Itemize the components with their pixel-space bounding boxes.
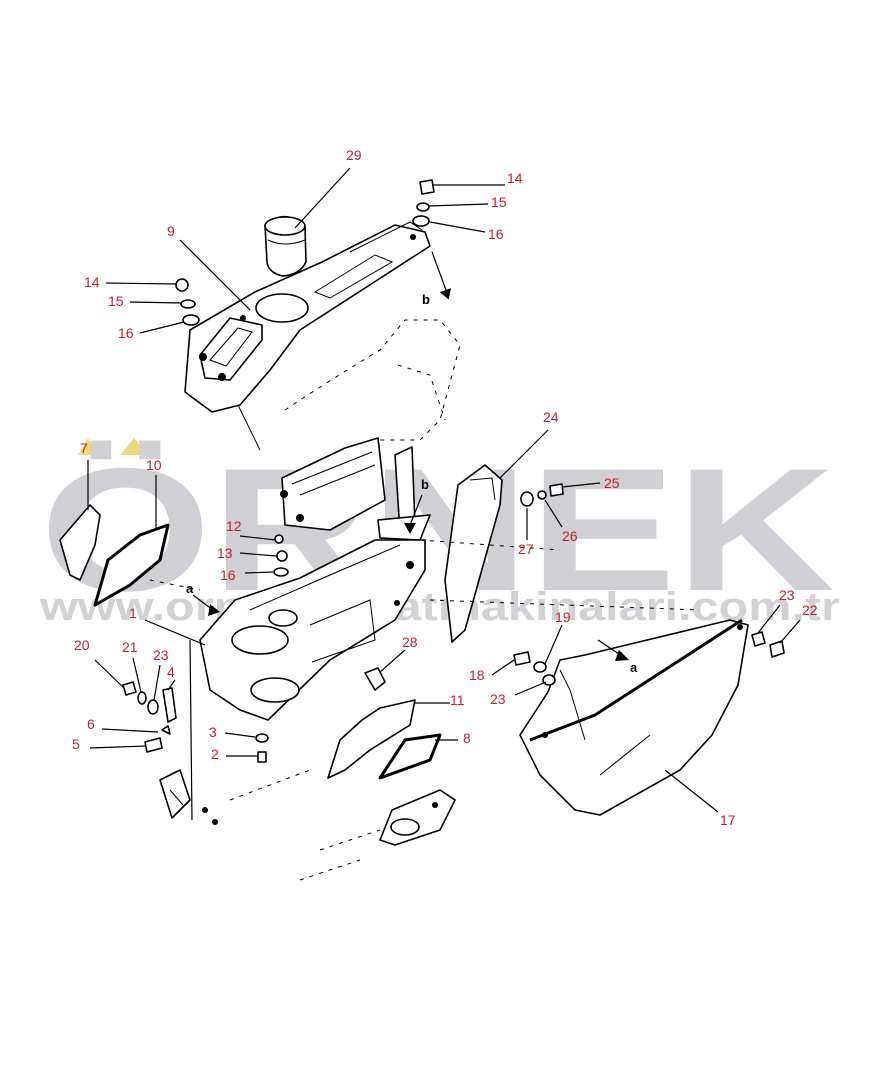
part-24-side-cover (444, 464, 503, 643)
part-1-frame (199, 539, 426, 721)
console-panel (280, 437, 386, 531)
ref-b-middle: b (421, 477, 429, 492)
explosion-lines (149, 539, 701, 881)
callouts: 29 14 15 16 9 14 15 16 24 25 26 27 7 10 … (72, 147, 818, 828)
hardware-center (255, 534, 289, 763)
callout-23-right: 23 (779, 587, 795, 603)
callout-15-left: 15 (108, 293, 124, 309)
hardware-top (175, 179, 435, 326)
callout-22: 22 (802, 602, 818, 618)
bottom-bracket (379, 789, 456, 846)
callout-28: 28 (402, 634, 418, 650)
hidden-outline (284, 319, 461, 441)
callout-7: 7 (80, 440, 88, 456)
callout-5: 5 (72, 736, 80, 752)
lever (377, 446, 431, 541)
reference-arrows (192, 251, 629, 661)
callout-21: 21 (122, 639, 138, 655)
ref-a-left: a (186, 581, 194, 596)
callout-19: 19 (555, 609, 571, 625)
watermark-url: www.ornekinsaatmakinalari.com.tr (39, 585, 840, 629)
callout-17: 17 (720, 812, 736, 828)
callout-18: 18 (469, 667, 485, 683)
callout-14-top: 14 (507, 170, 523, 186)
part-7-plate (59, 504, 101, 581)
ref-b-top: b (422, 292, 430, 307)
callout-4: 4 (167, 664, 175, 680)
hardware-left (122, 681, 218, 825)
callout-14-left: 14 (84, 274, 100, 290)
callout-6: 6 (87, 716, 95, 732)
part-10-plate (93, 523, 170, 607)
callout-29: 29 (346, 147, 362, 163)
callout-9: 9 (167, 223, 175, 239)
callout-27: 27 (518, 541, 534, 557)
callout-16-top: 16 (488, 226, 504, 242)
watermark-brand: ÖRNEK (40, 433, 835, 628)
ref-a-right: a (630, 660, 638, 675)
part-17-large-cover (519, 618, 749, 816)
callout-24: 24 (543, 409, 559, 425)
callout-3: 3 (209, 724, 217, 740)
watermark: ÖRNEK www.ornekinsaatmakinalari.com.tr (39, 433, 840, 629)
callout-23-left: 23 (153, 647, 169, 663)
part-28-clip (364, 667, 386, 691)
leader-lines (87, 167, 801, 821)
watermark-accent-left (78, 438, 98, 455)
part-9-top-cover (184, 221, 431, 451)
watermark-accent-right (120, 438, 148, 455)
callout-23-center: 23 (490, 691, 506, 707)
callout-13: 13 (217, 545, 233, 561)
part-11-cover (327, 699, 416, 779)
callout-16-center: 16 (220, 567, 236, 583)
callout-11: 11 (450, 692, 465, 708)
callout-2: 2 (211, 746, 219, 762)
callout-10: 10 (146, 457, 162, 473)
part-29-knob (264, 215, 307, 277)
callout-16-left: 16 (118, 325, 134, 341)
callout-26: 26 (562, 528, 578, 544)
reference-letters: b b a a (186, 292, 638, 675)
callout-12: 12 (226, 518, 242, 534)
callout-20: 20 (74, 637, 90, 653)
callout-1: 1 (129, 605, 137, 621)
part-8-pad (378, 733, 442, 780)
callout-25: 25 (604, 475, 620, 491)
callout-15-top: 15 (491, 194, 507, 210)
callout-8: 8 (463, 730, 471, 746)
